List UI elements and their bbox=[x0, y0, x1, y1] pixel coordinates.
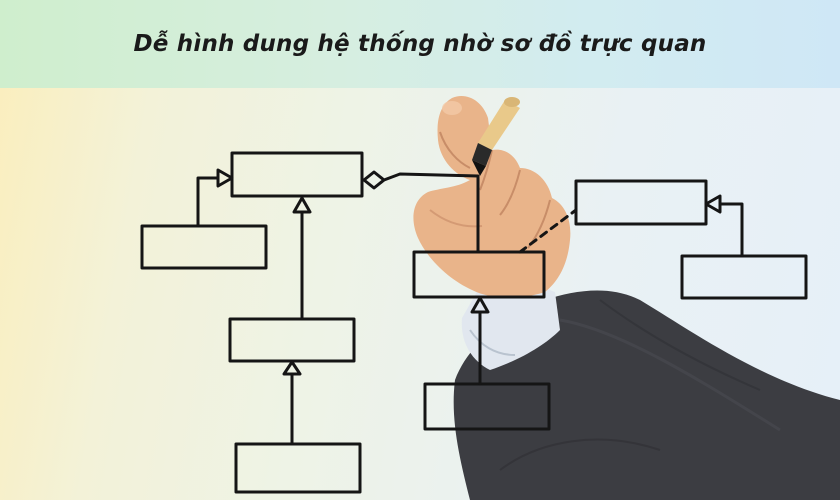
diagram-box-far-right bbox=[680, 254, 808, 300]
suit-sleeve bbox=[453, 290, 840, 500]
arrowhead-middle-to-top bbox=[292, 196, 312, 214]
diagram-box-top bbox=[230, 151, 364, 198]
diagram-box-lower-center bbox=[423, 382, 551, 431]
class-diagram bbox=[140, 151, 808, 494]
diagram-box-middle bbox=[228, 317, 356, 363]
connector-left-to-top bbox=[196, 176, 220, 228]
arrowhead-far-right-to-right bbox=[704, 194, 722, 214]
diagram-box-left bbox=[140, 224, 268, 270]
hand bbox=[413, 96, 571, 298]
diagram-box-bottom bbox=[234, 442, 362, 494]
shirt-cuff bbox=[461, 284, 560, 370]
marker-pen bbox=[472, 97, 520, 176]
connector-top-to-center bbox=[382, 172, 480, 254]
page-title: Dễ hình dung hệ thống nhờ sơ đồ trực qua… bbox=[133, 31, 707, 57]
connector-far-right-to-right bbox=[718, 202, 744, 258]
connector-dashed-center-to-right bbox=[518, 208, 578, 254]
arrowhead-lower-to-center bbox=[470, 296, 490, 314]
diagram-illustration bbox=[140, 96, 840, 500]
arrowhead-bottom-to-middle bbox=[282, 360, 302, 376]
title-banner: Dễ hình dung hệ thống nhờ sơ đồ trực qua… bbox=[0, 0, 840, 88]
photo-scene bbox=[0, 88, 840, 500]
diagram-box-right bbox=[574, 179, 708, 226]
arrowhead-left-to-top bbox=[216, 168, 234, 188]
diamond-aggregation bbox=[362, 170, 386, 190]
